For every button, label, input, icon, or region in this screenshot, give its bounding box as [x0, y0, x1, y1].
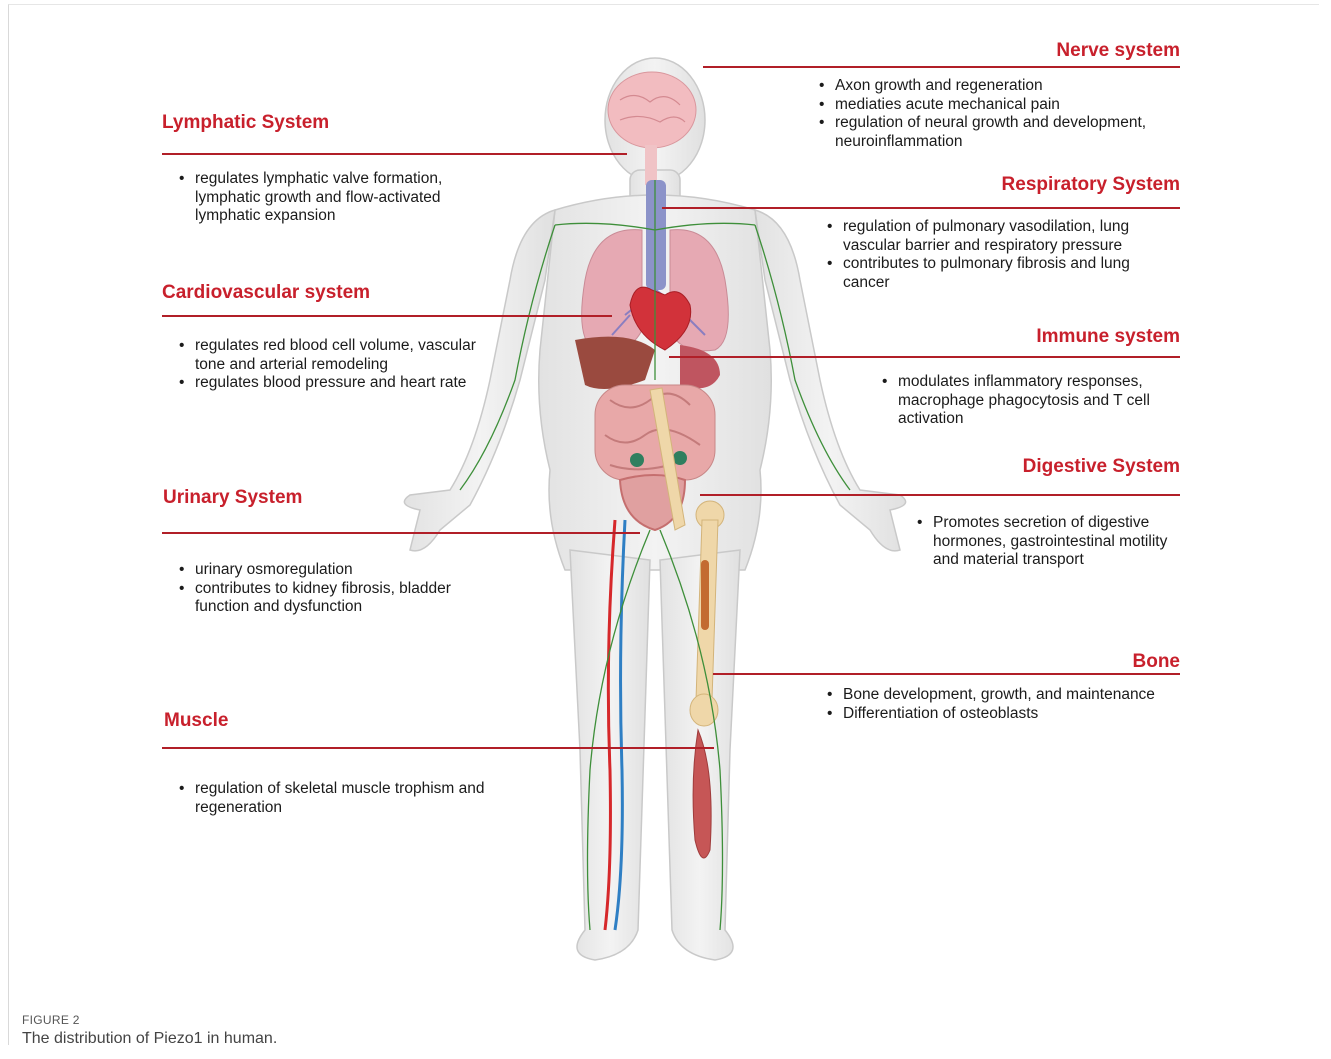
list-respiratory: regulation of pulmonary vasodilation, lu… [823, 218, 1163, 292]
list-item: regulates lymphatic valve formation, lym… [175, 170, 485, 226]
list-item: mediaties acute mechanical pain [815, 96, 1175, 115]
list-item: regulates blood pressure and heart rate [175, 374, 485, 393]
list-item: regulation of pulmonary vasodilation, lu… [823, 218, 1163, 255]
list-item: Axon growth and regeneration [815, 77, 1175, 96]
list-item: regulation of neural growth and developm… [815, 114, 1175, 151]
list-item: regulation of skeletal muscle trophism a… [175, 780, 515, 817]
list-lymphatic: regulates lymphatic valve formation, lym… [175, 170, 485, 226]
title-immune: Immune system [980, 326, 1180, 348]
title-muscle: Muscle [164, 710, 228, 732]
figure-caption: The distribution of Piezo1 in human. [22, 1030, 277, 1048]
leader-cardiovascular [162, 315, 612, 317]
list-item: contributes to pulmonary fibrosis and lu… [823, 255, 1163, 292]
lymph-node [630, 453, 644, 467]
leader-muscle [162, 747, 714, 749]
list-cardiovascular: regulates red blood cell volume, vascula… [175, 337, 485, 393]
list-item: Bone development, growth, and maintenanc… [823, 686, 1183, 705]
lymph-node [673, 451, 687, 465]
list-item: Differentiation of osteoblasts [823, 705, 1183, 724]
leader-digestive [700, 494, 1180, 496]
title-lymphatic: Lymphatic System [162, 112, 329, 134]
title-bone: Bone [1080, 651, 1180, 673]
title-urinary: Urinary System [163, 487, 302, 509]
title-cardiovascular: Cardiovascular system [162, 282, 370, 304]
list-nerve: Axon growth and regeneration mediaties a… [815, 77, 1175, 151]
figure-label: FIGURE 2 [22, 1013, 80, 1027]
leader-lymphatic [162, 153, 627, 155]
list-immune: modulates inflammatory responses, macrop… [878, 373, 1178, 429]
list-muscle: regulation of skeletal muscle trophism a… [175, 780, 515, 817]
list-digestive: Promotes secretion of digestive hormones… [913, 514, 1183, 570]
leader-urinary [162, 532, 640, 534]
list-urinary: urinary osmoregulation contributes to ki… [175, 561, 485, 617]
leader-bone [713, 673, 1180, 675]
list-item: Promotes secretion of digestive hormones… [913, 514, 1183, 570]
leader-nerve [703, 66, 1180, 68]
list-item: contributes to kidney fibrosis, bladder … [175, 580, 485, 617]
title-digestive: Digestive System [960, 456, 1180, 478]
title-respiratory: Respiratory System [960, 174, 1180, 196]
title-nerve: Nerve system [1000, 40, 1180, 62]
list-bone: Bone development, growth, and maintenanc… [823, 686, 1183, 723]
leader-respiratory [662, 207, 1180, 209]
list-item: regulates red blood cell volume, vascula… [175, 337, 485, 374]
leader-immune [669, 356, 1180, 358]
list-item: urinary osmoregulation [175, 561, 485, 580]
trachea [646, 180, 666, 290]
list-item: modulates inflammatory responses, macrop… [878, 373, 1178, 429]
